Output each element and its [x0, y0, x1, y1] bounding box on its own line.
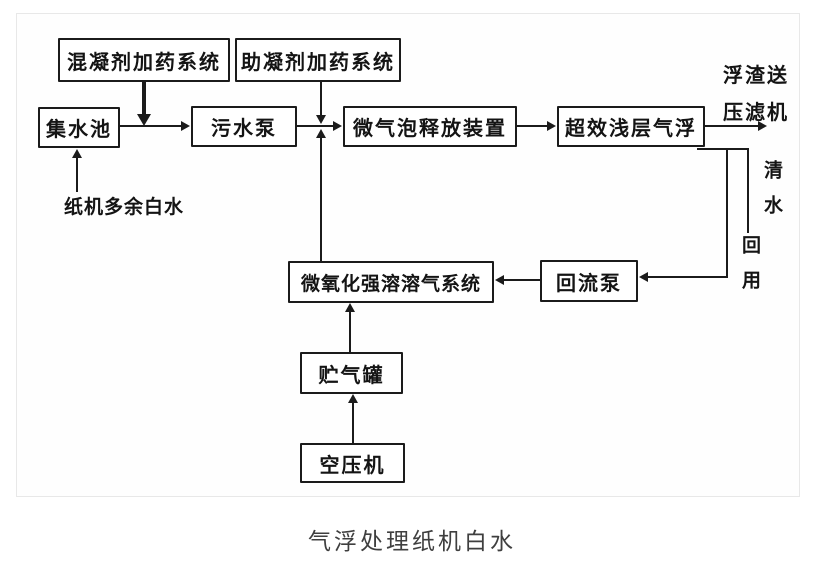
node-return-pump: 回流泵	[540, 260, 638, 302]
label-clear-water: 清水	[761, 160, 783, 230]
edge-recirculation-vertical-line	[726, 149, 728, 278]
edge-whitewater-in-line	[76, 158, 78, 192]
edge-collection-to-pump-arrowhead	[181, 121, 190, 131]
edge-flotation-outlet-line	[697, 148, 749, 150]
node-flocculant-dosing: 助凝剂加药系统	[235, 38, 401, 82]
edge-dissolved-gas-riser-arrowhead	[316, 129, 326, 138]
label-scum-line1: 浮渣送	[723, 63, 789, 87]
edge-returnpump-to-dissolved-arrowhead	[495, 275, 504, 285]
node-dissolved-gas-system: 微氧化强溶溶气系统	[288, 261, 494, 303]
edge-bubble-to-flotation-line	[517, 125, 548, 127]
node-gas-storage-tank: 贮气罐	[300, 352, 403, 394]
edge-flotation-to-scum-line	[705, 125, 759, 127]
edge-returnpump-to-dissolved-line	[504, 279, 540, 281]
edge-tank-to-dissolved-line	[349, 312, 351, 352]
edge-flocculant-dosing-line	[320, 82, 322, 115]
label-scum-to-filter-press: 浮渣送 压滤机	[723, 57, 789, 131]
diagram-frame	[16, 13, 800, 497]
edge-clear-water-line	[747, 149, 749, 233]
edge-pump-to-bubble-arrowhead	[333, 121, 342, 131]
node-microbubble-release: 微气泡释放装置	[343, 106, 517, 147]
node-collection-tank: 集水池	[38, 107, 120, 148]
diagram-caption: 气浮处理纸机白水	[308, 529, 516, 555]
node-sewage-pump: 污水泵	[191, 106, 297, 147]
edge-compressor-to-tank-arrowhead	[348, 394, 358, 403]
edge-whitewater-in-arrowhead	[72, 149, 82, 158]
edge-pump-to-bubble-line	[297, 125, 334, 127]
edge-coagulant-dosing-line	[142, 82, 146, 115]
edge-recirculation-horizontal-line	[648, 276, 728, 278]
node-air-compressor: 空压机	[300, 443, 405, 483]
edge-flotation-to-scum-arrowhead	[758, 121, 767, 131]
edge-tank-to-dissolved-arrowhead	[345, 303, 355, 312]
edge-recirculation-arrowhead	[639, 272, 648, 282]
edge-collection-to-pump-line	[120, 125, 182, 127]
edge-flocculant-dosing-arrowhead	[316, 115, 326, 124]
label-scum-line2: 压滤机	[723, 100, 789, 124]
edge-compressor-to-tank-line	[352, 403, 354, 443]
label-white-water-inflow: 纸机多余白水	[64, 196, 185, 218]
edge-bubble-to-flotation-arrowhead	[547, 121, 556, 131]
node-coagulant-dosing: 混凝剂加药系统	[58, 38, 230, 82]
edge-coagulant-dosing-arrowhead	[137, 114, 151, 126]
label-reuse: 回用	[739, 235, 761, 305]
edge-dissolved-gas-riser-line	[320, 138, 322, 261]
node-shallow-flotation: 超效浅层气浮	[557, 106, 705, 147]
